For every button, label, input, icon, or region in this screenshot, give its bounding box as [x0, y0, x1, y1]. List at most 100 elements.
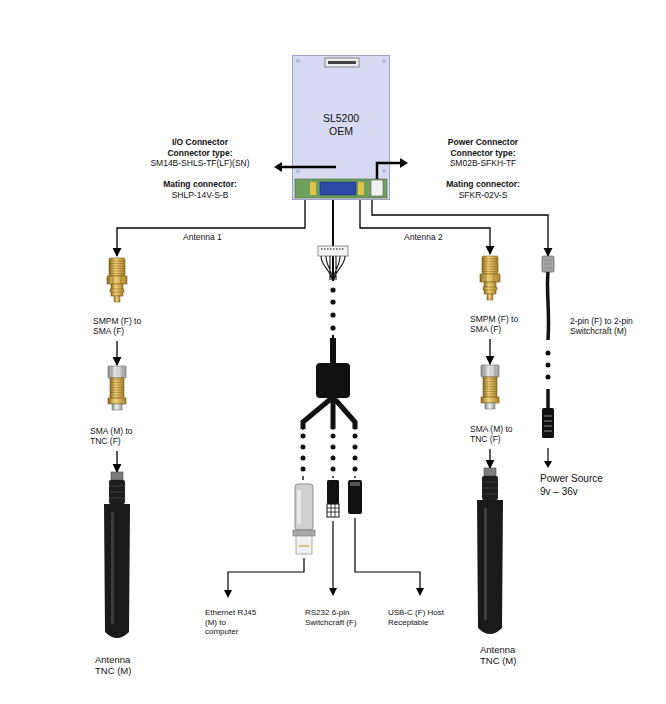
rs232-plug-path	[327, 504, 339, 517]
antenna-path	[109, 486, 125, 498]
node-label: RS232 6-pin Switchcraft (F)	[305, 608, 371, 627]
oem-board-circle	[296, 169, 300, 173]
sma-tnc-adapter-line	[110, 392, 124, 393]
node-label: Antenna TNC (M)	[95, 654, 141, 677]
power-cable-rect	[542, 408, 554, 438]
harness-path	[321, 256, 345, 280]
power-cable-circle	[546, 363, 551, 368]
ethernet-plug-rect	[293, 530, 315, 536]
node-label: USB-C (F) Host Receptable	[388, 608, 456, 627]
ethernet-plug-picture	[200, 480, 320, 630]
harness-circle	[353, 434, 358, 439]
annotation-label: Power Connector	[448, 137, 518, 147]
annotation-label: Connector type:	[167, 148, 232, 158]
annotation-label: SHLP-14V-S-B	[172, 190, 229, 200]
usb-c-plug-path	[355, 518, 420, 589]
rs232-plug-path	[332, 521, 333, 589]
antenna-rect	[484, 468, 496, 476]
smpm-sma-adapter-line	[109, 271, 125, 272]
oem-board-circle	[382, 169, 386, 173]
oem-board-rect	[371, 180, 383, 196]
oem-board-rect	[295, 179, 387, 198]
usb-c-plug-picture	[345, 478, 460, 628]
node-label: SMPM (F) to SMA (F)	[470, 314, 526, 334]
harness-circle	[353, 467, 358, 472]
smpm-sma-adapter-line	[482, 264, 498, 265]
annotation-label: SFKR-02V-S	[459, 190, 508, 200]
power-cable-picture	[538, 256, 643, 444]
node-label: SMA (M) to TNC (F)	[90, 426, 148, 446]
sma-tnc-adapter-line	[110, 385, 124, 386]
power-cable-rect	[542, 256, 554, 272]
annotation-label: Mating connector:	[446, 179, 520, 189]
oem-board-rect	[320, 182, 356, 195]
ethernet-plug-rect	[297, 490, 301, 524]
ethernet-plug-path	[228, 558, 304, 591]
antenna-rect	[109, 480, 125, 504]
antenna-rect	[111, 512, 114, 624]
annotation-label: SM02B-SFKH-TF	[450, 158, 517, 168]
smpm-sma-adapter: SMPM (F) to SMA (F)	[466, 254, 528, 339]
sma-tnc-adapter-rect	[481, 365, 499, 377]
sma-tnc-adapter-line	[483, 391, 497, 392]
sma-tnc-adapter-rect	[483, 377, 497, 397]
harness-rect	[318, 246, 348, 256]
sma-tnc-adapter-line	[483, 379, 497, 380]
harness-rect	[316, 363, 350, 398]
harness-circle	[301, 467, 306, 472]
annotation-label: I/O Connector	[172, 137, 228, 147]
sma-tnc-adapter-rect	[112, 404, 122, 410]
sma-tnc-adapter-rect	[485, 403, 495, 409]
antenna-rect	[111, 472, 123, 480]
harness-rect	[326, 281, 340, 335]
oem-board-rect	[358, 182, 364, 195]
oem-board-rect	[310, 182, 316, 195]
connector-line	[489, 449, 490, 468]
power-cable-path	[547, 272, 548, 340]
sma-tnc-adapter-line	[483, 389, 497, 390]
power-cable-circle	[546, 351, 551, 356]
node-label: Ethernet RJ45 (M) to computer	[205, 608, 257, 637]
ethernet-plug-rect	[295, 484, 313, 530]
harness-circle	[330, 312, 335, 317]
sma-tnc-adapter-line	[110, 390, 124, 391]
smpm-sma-adapter-line	[482, 271, 498, 272]
ethernet-plug: Ethernet RJ45 (M) to computer	[200, 480, 320, 641]
sma-tnc-adapter: SMA (M) to TNC (F)	[464, 364, 528, 449]
sma-tnc-adapter-line	[110, 395, 124, 396]
smpm-sma-adapter-rect	[109, 258, 125, 276]
node-label: SL5200 OEM	[316, 112, 366, 137]
connector-line	[489, 339, 490, 364]
annotation-label: 9v – 36v	[540, 486, 578, 498]
antenna-path	[104, 504, 130, 638]
harness-circle	[301, 445, 306, 450]
smpm-sma-adapter-rect	[107, 276, 127, 284]
antenna: Antenna TNC (M)	[85, 472, 145, 681]
smpm-sma-adapter-rect	[484, 282, 496, 294]
smpm-sma-adapter-line	[109, 261, 125, 262]
smpm-sma-adapter-path	[486, 274, 494, 282]
harness-rect	[330, 338, 336, 365]
oem-board-path	[377, 163, 400, 179]
oem-board-polygon	[274, 162, 282, 172]
smpm-sma-adapter-rect	[483, 287, 497, 290]
sma-tnc-adapter-path	[485, 365, 495, 377]
sma-tnc-adapter-rect	[108, 366, 126, 378]
connector-line	[116, 451, 117, 472]
sma-tnc-adapter-rect	[481, 397, 499, 403]
ethernet-plug-polygon	[224, 590, 232, 598]
sma-tnc-adapter-line	[110, 387, 124, 388]
oem-board-path	[282, 166, 336, 169]
sma-tnc-adapter-path	[112, 366, 122, 378]
harness-circle	[330, 325, 335, 330]
harness-circle	[331, 434, 336, 439]
sma-tnc-adapter-line	[110, 382, 124, 383]
sma-tnc-adapter: SMA (M) to TNC (F)	[86, 365, 150, 451]
sma-tnc-adapter-line	[483, 386, 497, 387]
smpm-sma-adapter-rect	[480, 274, 500, 282]
oem-board-rect	[293, 56, 390, 200]
smpm-sma-adapter-line	[482, 261, 498, 262]
connector-label: Antenna 1	[183, 232, 222, 242]
ethernet-plug-line	[299, 545, 309, 546]
